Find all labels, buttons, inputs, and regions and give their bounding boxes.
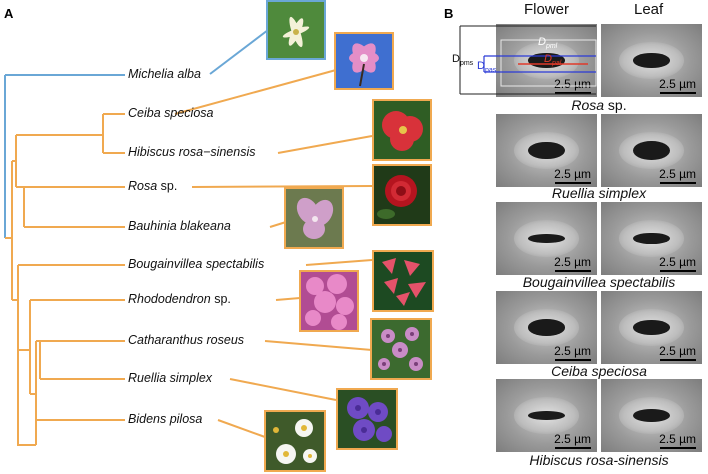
column-header-flower: Flower [524,1,570,18]
species-label-rosa: Rosa sp. [128,179,178,193]
photo-rosa [372,164,432,226]
species-label-hibiscus: Hibiscus rosa−sinensis [128,145,256,159]
outgroup-branch [4,29,269,238]
species-label-michelia: Michelia alba [128,67,201,81]
row-caption-ceiba: Ceiba speciosa [551,363,647,379]
species-label-bauhinia: Bauhinia blakeana [128,219,231,233]
ingroup-branches [5,69,373,446]
column-header-leaf: Leaf [634,1,664,18]
sem-hibiscus-flower: 2.5 µm [496,379,597,452]
species-label-ruellia: Ruellia simplex [128,371,213,385]
photo-catharanthus [370,318,432,380]
sem-ruellia-flower: 2.5 µm [496,114,597,187]
measurement-overlay: Dpms Dpas Dpml Dpal [452,25,597,95]
sem-bougainvillea-flower: 2.5 µm [496,202,597,275]
photo-bauhinia [284,187,344,249]
row-caption-ruellia: Ruellia simplex [551,185,647,201]
species-label-bougainvillea: Bougainvillea spectabilis [128,257,265,271]
panel-a-label: A [4,6,14,21]
photo-michelia-alba [266,0,326,60]
photo-hibiscus [372,99,432,161]
row-caption-bougainvillea: Bougainvillea spectabilis [522,274,676,290]
photo-ruellia [336,388,398,450]
photo-rhododendron [299,270,359,332]
sem-ceiba-leaf: 2.5 µm [601,291,702,364]
species-label-ceiba: Ceiba speciosa [128,106,214,120]
species-label-rhododendron: Rhododendron sp. [128,292,231,306]
photo-ceiba-speciosa [334,32,394,90]
photo-bougainvillea [372,250,434,312]
label-d-pms: Dpms [452,53,474,67]
label-d-pml: Dpml [538,36,558,50]
species-label-catharanthus: Catharanthus roseus [128,333,245,347]
sem-rosa-leaf: 2.5 µm [601,24,702,97]
sem-hibiscus-leaf: 2.5 µm [601,379,702,452]
sem-ruellia-leaf: 2.5 µm [601,114,702,187]
label-d-pas: Dpas [477,60,497,74]
panel-b-label: B [444,6,454,21]
row-caption-rosa: Rosa sp. [571,97,627,113]
label-d-pal: Dpal [544,53,562,67]
photo-bidens [264,410,326,472]
sem-ceiba-flower: 2.5 µm [496,291,597,364]
species-label-bidens: Bidens pilosa [128,412,203,426]
row-caption-hibiscus: Hibiscus rosa-sinensis [529,452,669,468]
sem-bougainvillea-leaf: 2.5 µm [601,202,702,275]
